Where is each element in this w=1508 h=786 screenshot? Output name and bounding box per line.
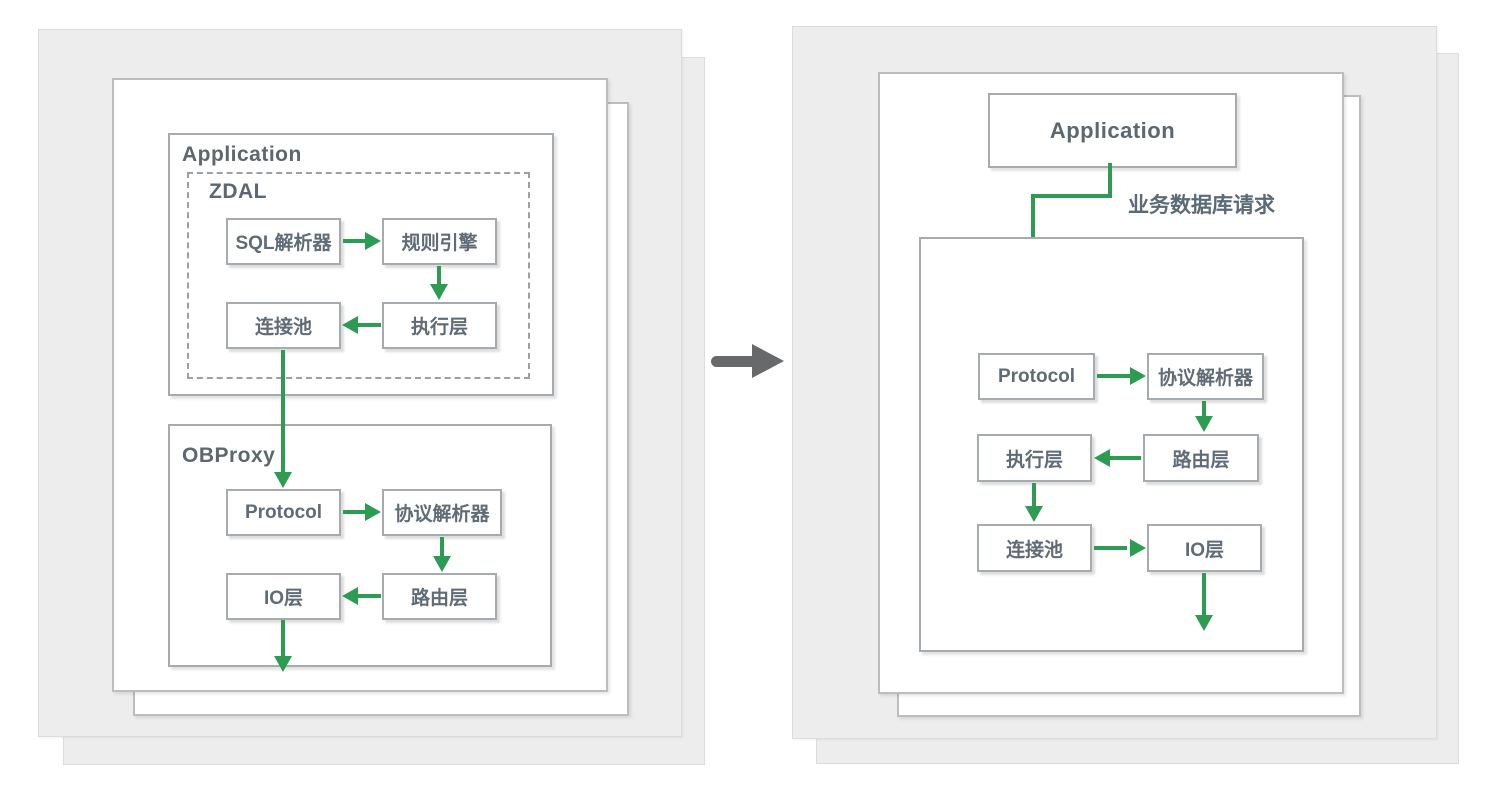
arrow-parser-to-route-right-line	[1202, 401, 1206, 419]
arrow-io-exit-left-head	[274, 656, 292, 672]
request-flow-label: 业务数据库请求	[1128, 194, 1275, 217]
arrow-parser-to-route-left-head	[433, 556, 451, 572]
node-connection-pool-left: 连接池	[226, 302, 341, 349]
node-protocol-parser-left-label: 协议解析器	[394, 504, 490, 525]
arrow-protocol-to-parser-right-head	[1130, 367, 1146, 385]
arrow-io-exit-left-line	[281, 620, 285, 658]
right-application-label: Application	[1049, 117, 1176, 143]
arrow-parser-to-route-right-head	[1195, 416, 1213, 432]
arrow-sql-to-rule-line	[343, 239, 367, 243]
node-io-layer-right-label: IO层	[1184, 539, 1225, 561]
arrow-protocol-to-parser-right-line	[1097, 374, 1130, 378]
arrow-exec-to-pool-line	[357, 323, 381, 327]
node-connection-pool-right-label: 连接池	[1005, 539, 1063, 561]
node-execution-layer-left: 执行层	[382, 302, 497, 349]
node-execution-layer-right-label: 执行层	[1005, 449, 1063, 471]
node-protocol-parser-right-label: 协议解析器	[1157, 368, 1253, 389]
node-protocol-left: Protocol	[226, 489, 341, 536]
node-sql-parser-label: SQL解析器	[235, 233, 332, 254]
left-application-label: Application	[182, 143, 302, 166]
node-execution-layer-right: 执行层	[977, 434, 1092, 482]
node-protocol-parser-left: 协议解析器	[382, 489, 502, 536]
arrow-protocol-to-parser-left-head	[365, 503, 381, 521]
arrow-io-exit-right-line	[1202, 573, 1206, 617]
transform-arrow-head	[752, 344, 784, 378]
arrow-exec-to-pool-right-head	[1025, 506, 1043, 522]
arrow-pool-to-io-right-head	[1130, 539, 1146, 557]
arrow-parser-to-route-left-line	[440, 537, 444, 559]
node-rule-engine: 规则引擎	[382, 218, 497, 265]
arrow-route-to-exec-right-line	[1110, 456, 1141, 460]
node-connection-pool-right: 连接池	[977, 524, 1092, 572]
node-routing-layer-left: 路由层	[382, 573, 497, 620]
node-routing-layer-right-label: 路由层	[1172, 449, 1230, 471]
arrow-exec-to-pool-right-line	[1032, 483, 1036, 508]
transform-arrow-tail	[711, 356, 759, 367]
elbow-connector-vertical-1	[1108, 163, 1112, 198]
arrow-pool-to-protocol-line	[281, 350, 285, 474]
arrow-route-to-io-left-line	[357, 594, 381, 598]
arrow-exec-to-pool-head	[342, 316, 358, 334]
arrow-pool-to-protocol-head	[274, 472, 292, 488]
node-execution-layer-left-label: 执行层	[410, 317, 468, 338]
node-protocol-left-label: Protocol	[244, 501, 323, 523]
node-protocol-parser-right: 协议解析器	[1147, 353, 1264, 400]
right-application-box: Application	[988, 93, 1237, 168]
zdal-label: ZDAL	[209, 180, 267, 203]
node-io-layer-right: IO层	[1147, 524, 1262, 572]
zdal-dashed-frame: ZDAL	[187, 172, 530, 379]
arrow-pool-to-io-right-line	[1094, 546, 1127, 550]
node-connection-pool-left-label: 连接池	[254, 317, 312, 338]
obproxy-label: OBProxy	[182, 444, 276, 467]
node-protocol-right: Protocol	[978, 353, 1095, 400]
arrow-io-exit-right-head	[1195, 615, 1213, 631]
node-sql-parser: SQL解析器	[226, 218, 341, 265]
arrow-route-to-io-left-head	[342, 587, 358, 605]
arrow-sql-to-rule-head	[365, 232, 381, 250]
node-routing-layer-left-label: 路由层	[410, 588, 468, 609]
obproxy-frame: OBProxy	[168, 424, 552, 667]
node-routing-layer-right: 路由层	[1143, 434, 1259, 482]
node-rule-engine-label: 规则引擎	[401, 233, 478, 254]
arrow-rule-to-exec-line	[437, 266, 441, 286]
node-io-layer-left-label: IO层	[263, 588, 304, 609]
arrow-rule-to-exec-head	[430, 284, 448, 300]
node-protocol-right-label: Protocol	[997, 365, 1076, 387]
arrow-route-to-exec-right-head	[1094, 449, 1110, 467]
arrow-protocol-to-parser-left-line	[343, 510, 367, 514]
node-io-layer-left: IO层	[226, 573, 341, 620]
elbow-connector-horizontal	[1031, 194, 1112, 198]
